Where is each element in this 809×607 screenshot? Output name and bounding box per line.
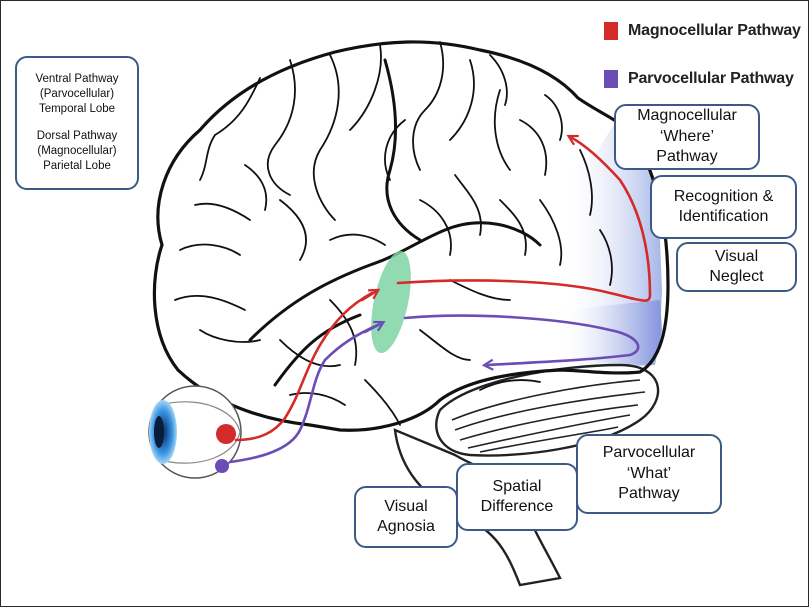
ventral-pathway-text: Ventral Pathway (Parvocellular) Temporal… xyxy=(35,73,119,116)
legend-item-parvocellular: Parvocellular Pathway xyxy=(604,70,794,88)
callout-visual-agnosia: Visual Agnosia xyxy=(354,486,458,548)
callout-parvocellular-what: Parvocellular ‘What’ Pathway xyxy=(576,434,722,514)
brain-gyri xyxy=(174,41,613,426)
legend-label: Magnocellular Pathway xyxy=(628,22,801,39)
pathway-info-box: Ventral Pathway (Parvocellular) Temporal… xyxy=(15,56,139,190)
legend-item-magnocellular: Magnocellular Pathway xyxy=(604,22,801,40)
callout-recognition: Recognition & Identification xyxy=(650,175,797,239)
legend-label: Parvocellular Pathway xyxy=(628,70,794,87)
callout-visual-neglect: Visual Neglect xyxy=(676,242,797,292)
dorsal-pathway-text: Dorsal Pathway (Magnocellular) Parietal … xyxy=(36,130,118,172)
legend-swatch-red xyxy=(604,22,618,40)
callout-spatial-difference: Spatial Difference xyxy=(456,463,578,531)
callout-magnocellular-where: Magnocellular ‘Where’ Pathway xyxy=(614,104,760,170)
brain-outline xyxy=(152,40,670,432)
eye-icon xyxy=(148,385,242,479)
magnocellular-arrow xyxy=(234,138,652,442)
legend-swatch-purple xyxy=(604,70,618,88)
parvocellular-arrow xyxy=(228,314,640,464)
